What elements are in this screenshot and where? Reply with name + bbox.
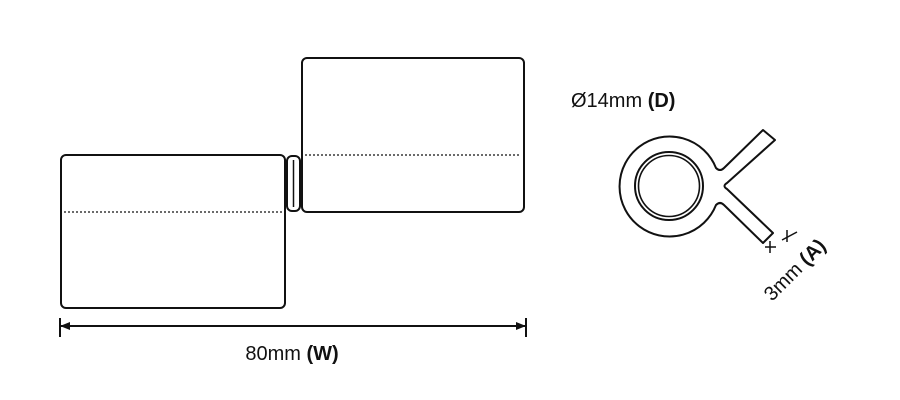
hinge-connector: [286, 155, 301, 212]
width-dimension: [59, 318, 527, 337]
left-panel: [60, 154, 286, 309]
diameter-label: Ø14mm (D): [571, 90, 675, 112]
clip-profile: [618, 129, 776, 244]
width-label: 80mm (W): [245, 343, 338, 365]
thickness-dimension: [765, 230, 798, 253]
right-panel: [301, 57, 525, 213]
